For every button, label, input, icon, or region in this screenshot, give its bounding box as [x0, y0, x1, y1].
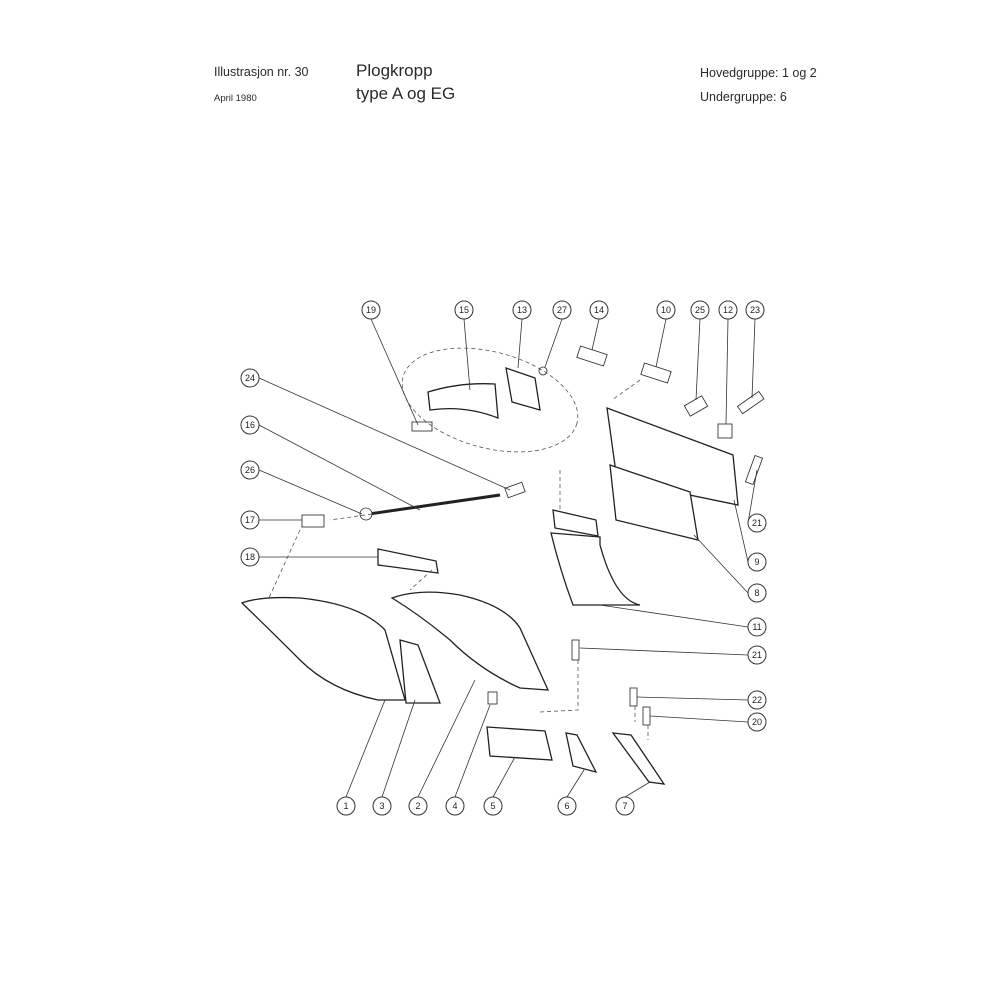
- callout-12: 12: [718, 300, 738, 320]
- callouts-top: 19 15 13 27 14 10 25 12 23: [361, 300, 765, 320]
- page-subtitle: type A og EG: [356, 84, 456, 103]
- callout-label: 21: [752, 518, 762, 528]
- part-20-bolt: [642, 706, 651, 726]
- callout-3: 3: [372, 796, 392, 816]
- part-2-mouldboard: [390, 591, 550, 691]
- callout-21b: 21: [747, 645, 767, 665]
- callout-label: 24: [245, 373, 255, 383]
- callout-4: 4: [445, 796, 465, 816]
- callout-label: 14: [594, 305, 604, 315]
- callout-label: 2: [415, 801, 420, 811]
- callout-13: 13: [512, 300, 532, 320]
- callout-label: 23: [750, 305, 760, 315]
- callout-8: 8: [747, 583, 767, 603]
- main-group: Hovedgruppe: 1 og 2: [700, 66, 817, 80]
- part-7-blade: [611, 732, 666, 785]
- callout-label: 17: [245, 515, 255, 525]
- part-19-bolt: [411, 421, 433, 432]
- callout-10: 10: [656, 300, 676, 320]
- callout-20: 20: [747, 712, 767, 732]
- callout-6: 6: [557, 796, 577, 816]
- callout-label: 20: [752, 717, 762, 727]
- callout-label: 11: [752, 622, 761, 632]
- callouts-left: 24 16 26 17 18: [240, 368, 260, 567]
- callout-5: 5: [483, 796, 503, 816]
- callout-2: 2: [408, 796, 428, 816]
- callout-label: 19: [366, 305, 376, 315]
- callout-label: 1: [343, 801, 348, 811]
- part-6-point: [565, 732, 598, 773]
- part-24-bolt: [504, 481, 526, 499]
- callout-19: 19: [361, 300, 381, 320]
- callout-16: 16: [240, 415, 260, 435]
- callout-17: 17: [240, 510, 260, 530]
- part-21-bolt-top: [744, 454, 764, 486]
- callout-15: 15: [454, 300, 474, 320]
- callout-label: 4: [452, 801, 457, 811]
- callout-label: 22: [752, 695, 762, 705]
- part-16-rod: [361, 493, 501, 517]
- callout-21: 21: [747, 513, 767, 533]
- callout-label: 21: [752, 650, 762, 660]
- part-11-frog: [550, 532, 641, 606]
- callout-25: 25: [690, 300, 710, 320]
- part-10-clamp: [640, 362, 672, 384]
- part-17-bracket: [301, 514, 325, 528]
- callout-1: 1: [336, 796, 356, 816]
- part-4-bracket: [487, 691, 498, 705]
- callout-label: 15: [459, 305, 469, 315]
- part-15-plate: [427, 383, 499, 419]
- callout-label: 16: [245, 420, 255, 430]
- callout-label: 5: [490, 801, 495, 811]
- callout-11: 11: [747, 617, 767, 637]
- callout-23: 23: [745, 300, 765, 320]
- callout-label: 25: [695, 305, 705, 315]
- part-27-washer: [538, 366, 548, 376]
- part-18-bracket: [377, 548, 439, 574]
- callouts-bottom: 1 3 2 4 5 6 7: [336, 796, 635, 816]
- callout-label: 3: [379, 801, 384, 811]
- callouts-right: 21 9 8 11 21 22 20: [747, 513, 767, 732]
- page-title: Plogkropp: [356, 61, 433, 80]
- callout-label: 10: [661, 305, 671, 315]
- parts-drawing: [240, 318, 765, 798]
- part-5-share: [486, 726, 553, 761]
- callout-9: 9: [747, 552, 767, 572]
- callout-14: 14: [589, 300, 609, 320]
- callout-24: 24: [240, 368, 260, 388]
- callout-label: 9: [754, 557, 759, 567]
- part-11-top: [552, 509, 599, 537]
- part-1-mouldboard: [240, 596, 406, 701]
- callout-7: 7: [615, 796, 635, 816]
- callout-label: 6: [564, 801, 569, 811]
- callout-label: 26: [245, 465, 255, 475]
- callout-label: 13: [517, 305, 527, 315]
- callout-label: 7: [622, 801, 627, 811]
- part-23-bolt: [736, 390, 765, 415]
- callout-26: 26: [240, 460, 260, 480]
- illustration-date: April 1980: [214, 93, 257, 104]
- part-3-shin: [399, 639, 441, 704]
- part-14-clamp: [576, 345, 608, 367]
- callout-22: 22: [747, 690, 767, 710]
- part-22-bolt: [629, 687, 638, 707]
- callout-18: 18: [240, 547, 260, 567]
- part-13-bracket: [505, 367, 541, 411]
- part-8-landside: [609, 464, 699, 541]
- callout-label: 8: [754, 588, 759, 598]
- part-21-bolt-lower: [571, 639, 580, 661]
- illustration-number: Illustrasjon nr. 30: [214, 65, 309, 79]
- part-25-bolt: [683, 395, 709, 417]
- callout-label: 27: [557, 305, 567, 315]
- callout-label: 18: [245, 552, 255, 562]
- sub-group: Undergruppe: 6: [700, 90, 787, 104]
- part-12-nut: [717, 423, 733, 439]
- callout-27: 27: [552, 300, 572, 320]
- callout-label: 12: [723, 305, 733, 315]
